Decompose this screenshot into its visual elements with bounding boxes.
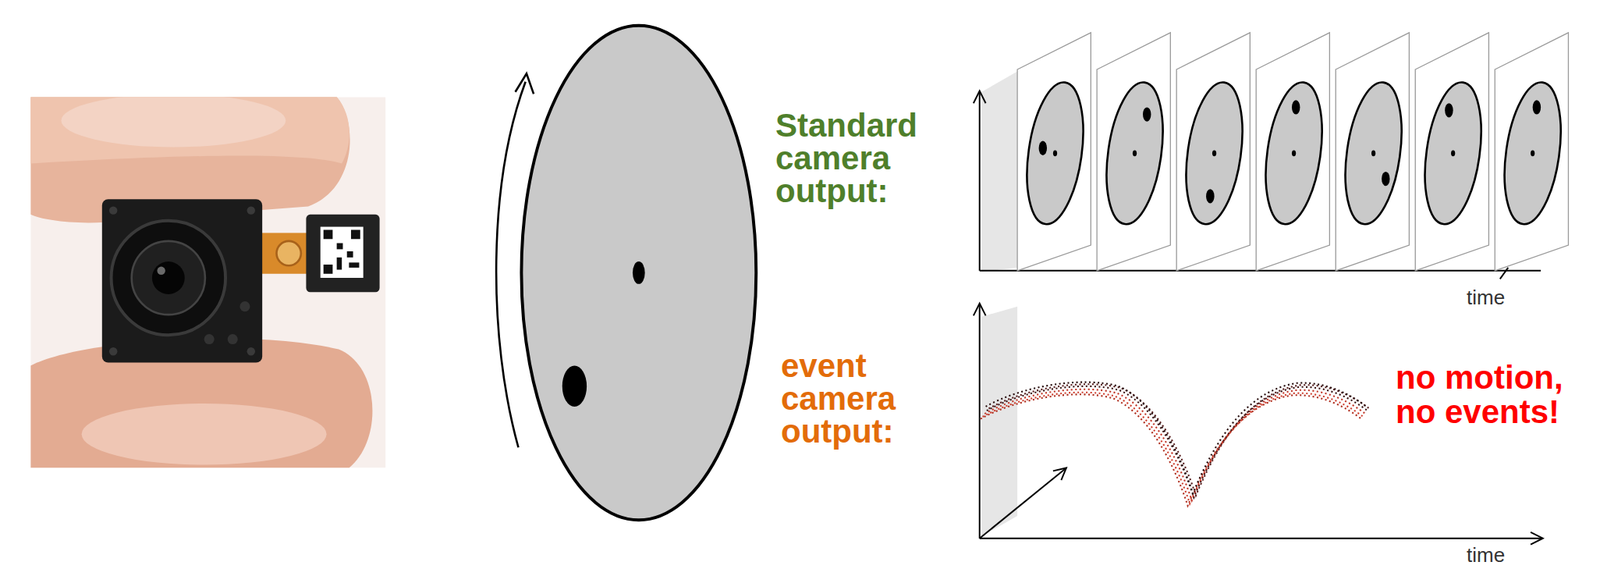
camera-photo-part bbox=[102, 198, 263, 362]
camera-photo-part bbox=[239, 301, 250, 312]
camera-photo-part bbox=[204, 333, 215, 345]
standard-camera-label-box: Standard camera output: bbox=[775, 109, 940, 208]
camera-photo-part bbox=[30, 96, 386, 468]
frame-dot bbox=[1532, 99, 1541, 114]
axis-label: time bbox=[1466, 286, 1537, 309]
camera-photo-part bbox=[81, 403, 327, 465]
event-stream-part bbox=[986, 386, 1368, 498]
frame-dot bbox=[1444, 102, 1453, 118]
rotation-arrow bbox=[496, 73, 534, 448]
rotation-arrow-part bbox=[515, 73, 535, 94]
frame-plane bbox=[1096, 32, 1171, 271]
camera-photo-part bbox=[276, 241, 301, 266]
event-stream-part bbox=[980, 393, 1362, 506]
note-label: no motion, no events! bbox=[1395, 360, 1583, 430]
frame-plane bbox=[1494, 32, 1569, 271]
camera-photo-part bbox=[152, 261, 185, 295]
axis-label: time bbox=[1466, 543, 1537, 566]
frame-disk bbox=[1257, 78, 1331, 228]
rotating-disk-part bbox=[521, 25, 756, 520]
frame-dot bbox=[1053, 149, 1058, 157]
frame-axes-part bbox=[981, 71, 1018, 273]
camera-photo-part bbox=[156, 266, 165, 275]
frame-dot bbox=[1206, 188, 1214, 203]
event-stream-part bbox=[984, 389, 1366, 501]
frame-plane bbox=[1335, 32, 1409, 271]
frame-axes-part bbox=[979, 269, 1541, 272]
event-camera-label-box: event camera output: bbox=[780, 349, 945, 448]
event-stream-part bbox=[982, 392, 1364, 504]
rotation-arrow-part bbox=[496, 81, 526, 448]
camera-photo-part bbox=[351, 229, 361, 239]
camera-photo-part bbox=[337, 242, 344, 249]
frame-dot bbox=[1039, 141, 1047, 156]
frame-dot bbox=[1381, 171, 1390, 186]
event-axes-part bbox=[979, 467, 1067, 538]
frame-plane bbox=[1176, 32, 1250, 271]
axis-label-box: time bbox=[1466, 286, 1537, 309]
event-stream-part bbox=[988, 383, 1370, 496]
camera-photo bbox=[30, 96, 386, 468]
camera-photo-part bbox=[323, 264, 334, 274]
standard-camera-label: Standard camera output: bbox=[775, 109, 940, 208]
frame-disk bbox=[1177, 78, 1251, 228]
frame-disk bbox=[1496, 78, 1569, 228]
rotating-disk bbox=[521, 25, 756, 520]
frame-sequence bbox=[1017, 32, 1569, 271]
camera-photo-part bbox=[131, 241, 206, 315]
frame-disk bbox=[1018, 78, 1092, 228]
event-axes-part bbox=[1530, 532, 1544, 545]
frame-dot bbox=[1142, 106, 1151, 121]
frame-plane bbox=[1017, 32, 1091, 271]
frame-dot bbox=[1530, 149, 1535, 157]
event-stream bbox=[980, 382, 1370, 506]
camera-photo-part bbox=[227, 333, 238, 345]
frame-dot bbox=[1212, 149, 1217, 157]
camera-photo-part bbox=[337, 257, 343, 270]
event-axes-part bbox=[981, 306, 1018, 536]
camera-photo-part bbox=[109, 205, 118, 214]
frame-dot bbox=[1371, 149, 1376, 157]
camera-photo-part bbox=[60, 96, 286, 147]
rotating-disk-part bbox=[562, 365, 587, 407]
rotating-disk-part bbox=[632, 261, 646, 284]
camera-photo-part bbox=[320, 227, 364, 278]
frame-dot bbox=[1450, 149, 1455, 157]
camera-photo-part bbox=[247, 347, 256, 355]
event-axes-part bbox=[1053, 467, 1067, 480]
axis-label-box: time bbox=[1466, 543, 1537, 566]
event-axes-part bbox=[973, 303, 987, 316]
frame-dot bbox=[1132, 149, 1137, 157]
frame-plane bbox=[1255, 32, 1330, 271]
event-stream-part bbox=[986, 382, 1367, 494]
frame-plane bbox=[1415, 32, 1489, 271]
frame-axes-part bbox=[979, 92, 981, 271]
frame-dot bbox=[1291, 99, 1300, 114]
camera-photo-part bbox=[247, 205, 256, 214]
frame-disk bbox=[1098, 78, 1171, 228]
event-axes-part bbox=[979, 304, 981, 539]
frame-axes-part bbox=[1500, 267, 1508, 279]
note-label-box: no motion, no events! bbox=[1395, 360, 1583, 430]
camera-photo-part bbox=[111, 220, 227, 336]
camera-photo-part bbox=[347, 251, 354, 258]
event-camera-label: event camera output: bbox=[780, 349, 945, 448]
frame-axes-part bbox=[973, 90, 987, 103]
camera-photo-part bbox=[348, 262, 359, 268]
frame-disk bbox=[1337, 78, 1410, 228]
frame-dot bbox=[1291, 149, 1296, 157]
frame-disk bbox=[1416, 78, 1490, 228]
camera-photo-part bbox=[109, 347, 118, 355]
event-axes-part bbox=[979, 537, 1544, 540]
camera-photo-part bbox=[305, 214, 380, 292]
camera-photo-part bbox=[323, 229, 334, 239]
